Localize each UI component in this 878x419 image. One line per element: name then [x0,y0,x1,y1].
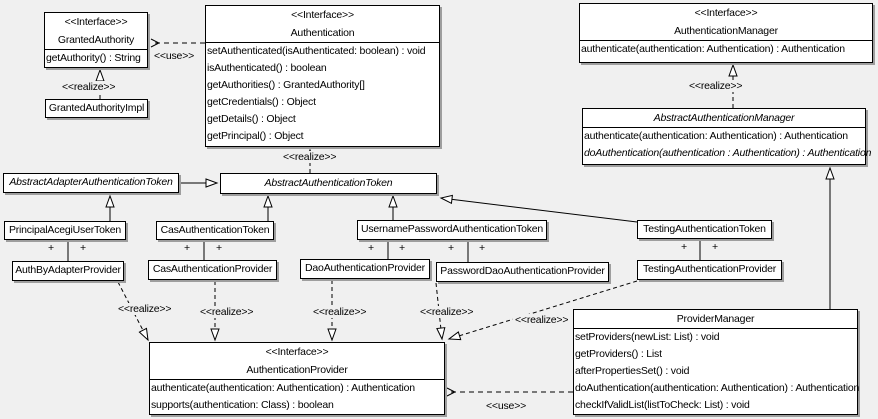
class-dao-authentication-provider: DaoAuthenticationProvider [300,259,430,279]
association-plus: + [712,241,718,253]
class-testing-authentication-token: TestingAuthenticationToken [637,220,772,239]
class-title: PasswordDaoAuthenticationProvider [440,265,605,277]
class-abstract-adapter-authentication-token: AbstractAdapterAuthenticationToken [3,173,179,193]
method: authenticate(authentication: Authenticat… [584,130,848,142]
realize-label: <<realize>> [418,306,476,318]
method: doAuthentication(authentication : Authen… [584,147,872,159]
class-principal-acegi-user-token: PrincipalAcegiUserToken [4,221,126,240]
association-plus: + [681,241,687,253]
method: getPrincipal() : Object [207,130,304,142]
edge-generalize-testing-token-to-abstract-token [439,194,638,223]
association-plus: + [184,242,190,254]
realize-label: <<realize>> [60,81,118,93]
class-title: UsernamePasswordAuthenticationToken [360,223,544,235]
realize-label: <<realize>> [116,303,174,315]
realize-label: <<realize>> [198,306,256,318]
method: isAuthenticated() : boolean [207,62,327,74]
class-title: GrantedAuthority [57,34,135,46]
class-password-dao-authentication-provider: PasswordDaoAuthenticationProvider [436,262,609,282]
class-username-password-authentication-token: UsernamePasswordAuthenticationToken [357,220,547,240]
association-plus: + [80,242,86,254]
class-title: AuthenticationProvider [246,364,348,376]
class-title: AbstractAuthenticationToken [264,177,393,189]
class-granted-authority-impl: GrantedAuthorityImpl [45,99,148,118]
association-plus: + [479,242,485,254]
class-provider-manager: ProviderManager setProviders(newList: Li… [573,309,860,415]
class-title: AuthByAdapterProvider [15,264,121,276]
class-testing-authentication-provider: TestingAuthenticationProvider [637,260,782,280]
edge-realize-testing-provider-to-auth-provider [447,280,638,341]
method: authenticate(authentication: Authenticat… [151,382,415,394]
method: doAuthentication(authentication: Authent… [575,382,860,394]
class-title: TestingAuthenticationProvider [642,263,777,275]
association-plus: + [216,242,222,254]
class-title: CasAuthenticationToken [160,224,270,236]
realize-label: <<realize>> [687,80,745,92]
realize-label: <<realize>> [513,314,571,326]
class-title: DaoAuthenticationProvider [305,262,425,274]
class-authentication: <<Interface>> Authentication setAuthenti… [205,5,440,147]
method: getDetails() : Object [207,113,296,125]
edge-realize-authbyadapter-to-auth-provider [117,281,149,342]
stereotype-label: <<Interface>> [291,9,354,21]
class-title: AbstractAdapterAuthenticationToken [9,176,173,188]
class-title: GrantedAuthorityImpl [48,102,145,114]
class-authentication-manager: <<Interface>> AuthenticationManager auth… [579,3,873,63]
method: getProviders() : List [575,348,662,360]
class-title: AbstractAuthenticationManager [653,112,795,124]
class-title: TestingAuthenticationToken [643,223,766,235]
use-label: <<use>> [152,50,197,62]
realize-label: <<realize>> [281,151,339,163]
class-granted-authority: <<Interface>> GrantedAuthority getAuthor… [44,12,148,68]
method: getAuthority() : String [46,52,141,64]
method: checkIfValidList(listToCheck: List) : vo… [575,399,750,411]
class-authentication-provider: <<Interface>> AuthenticationProvider aut… [149,342,445,415]
method: afterPropertiesSet() : void [575,365,690,377]
method: setAuthenticated(isAuthenticated: boolea… [207,45,426,57]
class-abstract-authentication-manager: AbstractAuthenticationManager authentica… [582,108,872,165]
stereotype-label: <<Interface>> [64,16,128,28]
class-cas-authentication-provider: CasAuthenticationProvider [148,260,277,280]
stereotype-label: <<Interface>> [694,7,758,19]
realize-label: <<realize>> [311,306,369,318]
class-title: Authentication [290,27,355,39]
stereotype-label: <<Interface>> [265,346,329,358]
association-plus: + [48,242,54,254]
method: authenticate(authentication: Authenticat… [581,43,845,55]
method: getAuthorities() : GrantedAuthority[] [207,79,365,91]
method: setProviders(newList: List) : void [575,331,720,343]
method: supports(authentication: Class) : boolea… [151,399,334,411]
association-plus: + [368,242,374,254]
class-auth-by-adapter-provider: AuthByAdapterProvider [12,261,124,281]
use-label: <<use>> [484,400,529,412]
method: getCredentials() : Object [207,96,316,108]
class-abstract-authentication-token: AbstractAuthenticationToken [220,173,437,194]
association-plus: + [399,242,405,254]
association-plus: + [448,242,454,254]
class-title: PrincipalAcegiUserToken [8,224,122,236]
class-title: AuthenticationManager [674,25,778,37]
class-title: ProviderManager [676,313,755,325]
class-cas-authentication-token: CasAuthenticationToken [156,221,274,240]
class-title: CasAuthenticationProvider [152,263,273,275]
